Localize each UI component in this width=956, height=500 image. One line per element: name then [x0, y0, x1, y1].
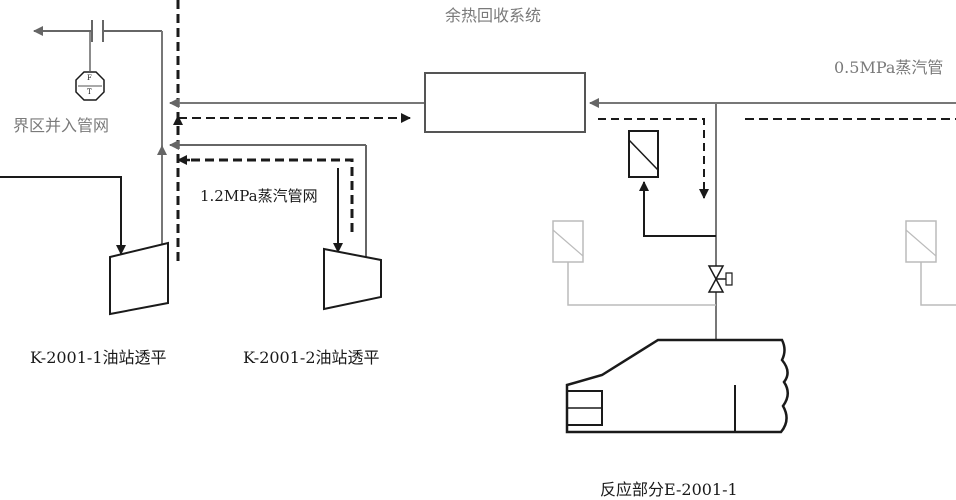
flow-transmitter-f: F [87, 74, 92, 82]
ghost-instrument-right [905, 220, 956, 306]
boundary-network-label: 界区并入管网 [13, 116, 110, 135]
turbine-k2001-2-icon [323, 247, 382, 311]
steam-12mpa-loop [169, 140, 367, 262]
steam-05mpa-label: 0.5MPa蒸汽管 [834, 58, 944, 77]
recovery-dashed-branch [598, 118, 705, 196]
control-valve-icon [707, 265, 733, 293]
heat-recovery-box [424, 72, 586, 133]
k2001-1-label: K-2001-1油站透平 [30, 348, 167, 367]
waste-heat-recovery-label: 余热回收系统 [445, 6, 542, 25]
steam-12mpa-label: 1.2MPa蒸汽管网 [200, 187, 318, 205]
outlet-branch [33, 20, 162, 71]
turbine-k2001-1-icon [109, 241, 169, 316]
ghost-instrument-left [552, 220, 716, 306]
flow-transmitter-t: T [87, 88, 92, 96]
reactor-label: 反应部分E-2001-1 [600, 480, 738, 499]
k2001-2-label: K-2001-2油站透平 [243, 348, 380, 367]
control-branch [639, 181, 716, 237]
k2001-1-inlet-line [0, 176, 126, 255]
reactor-vessel-icon [565, 338, 789, 434]
